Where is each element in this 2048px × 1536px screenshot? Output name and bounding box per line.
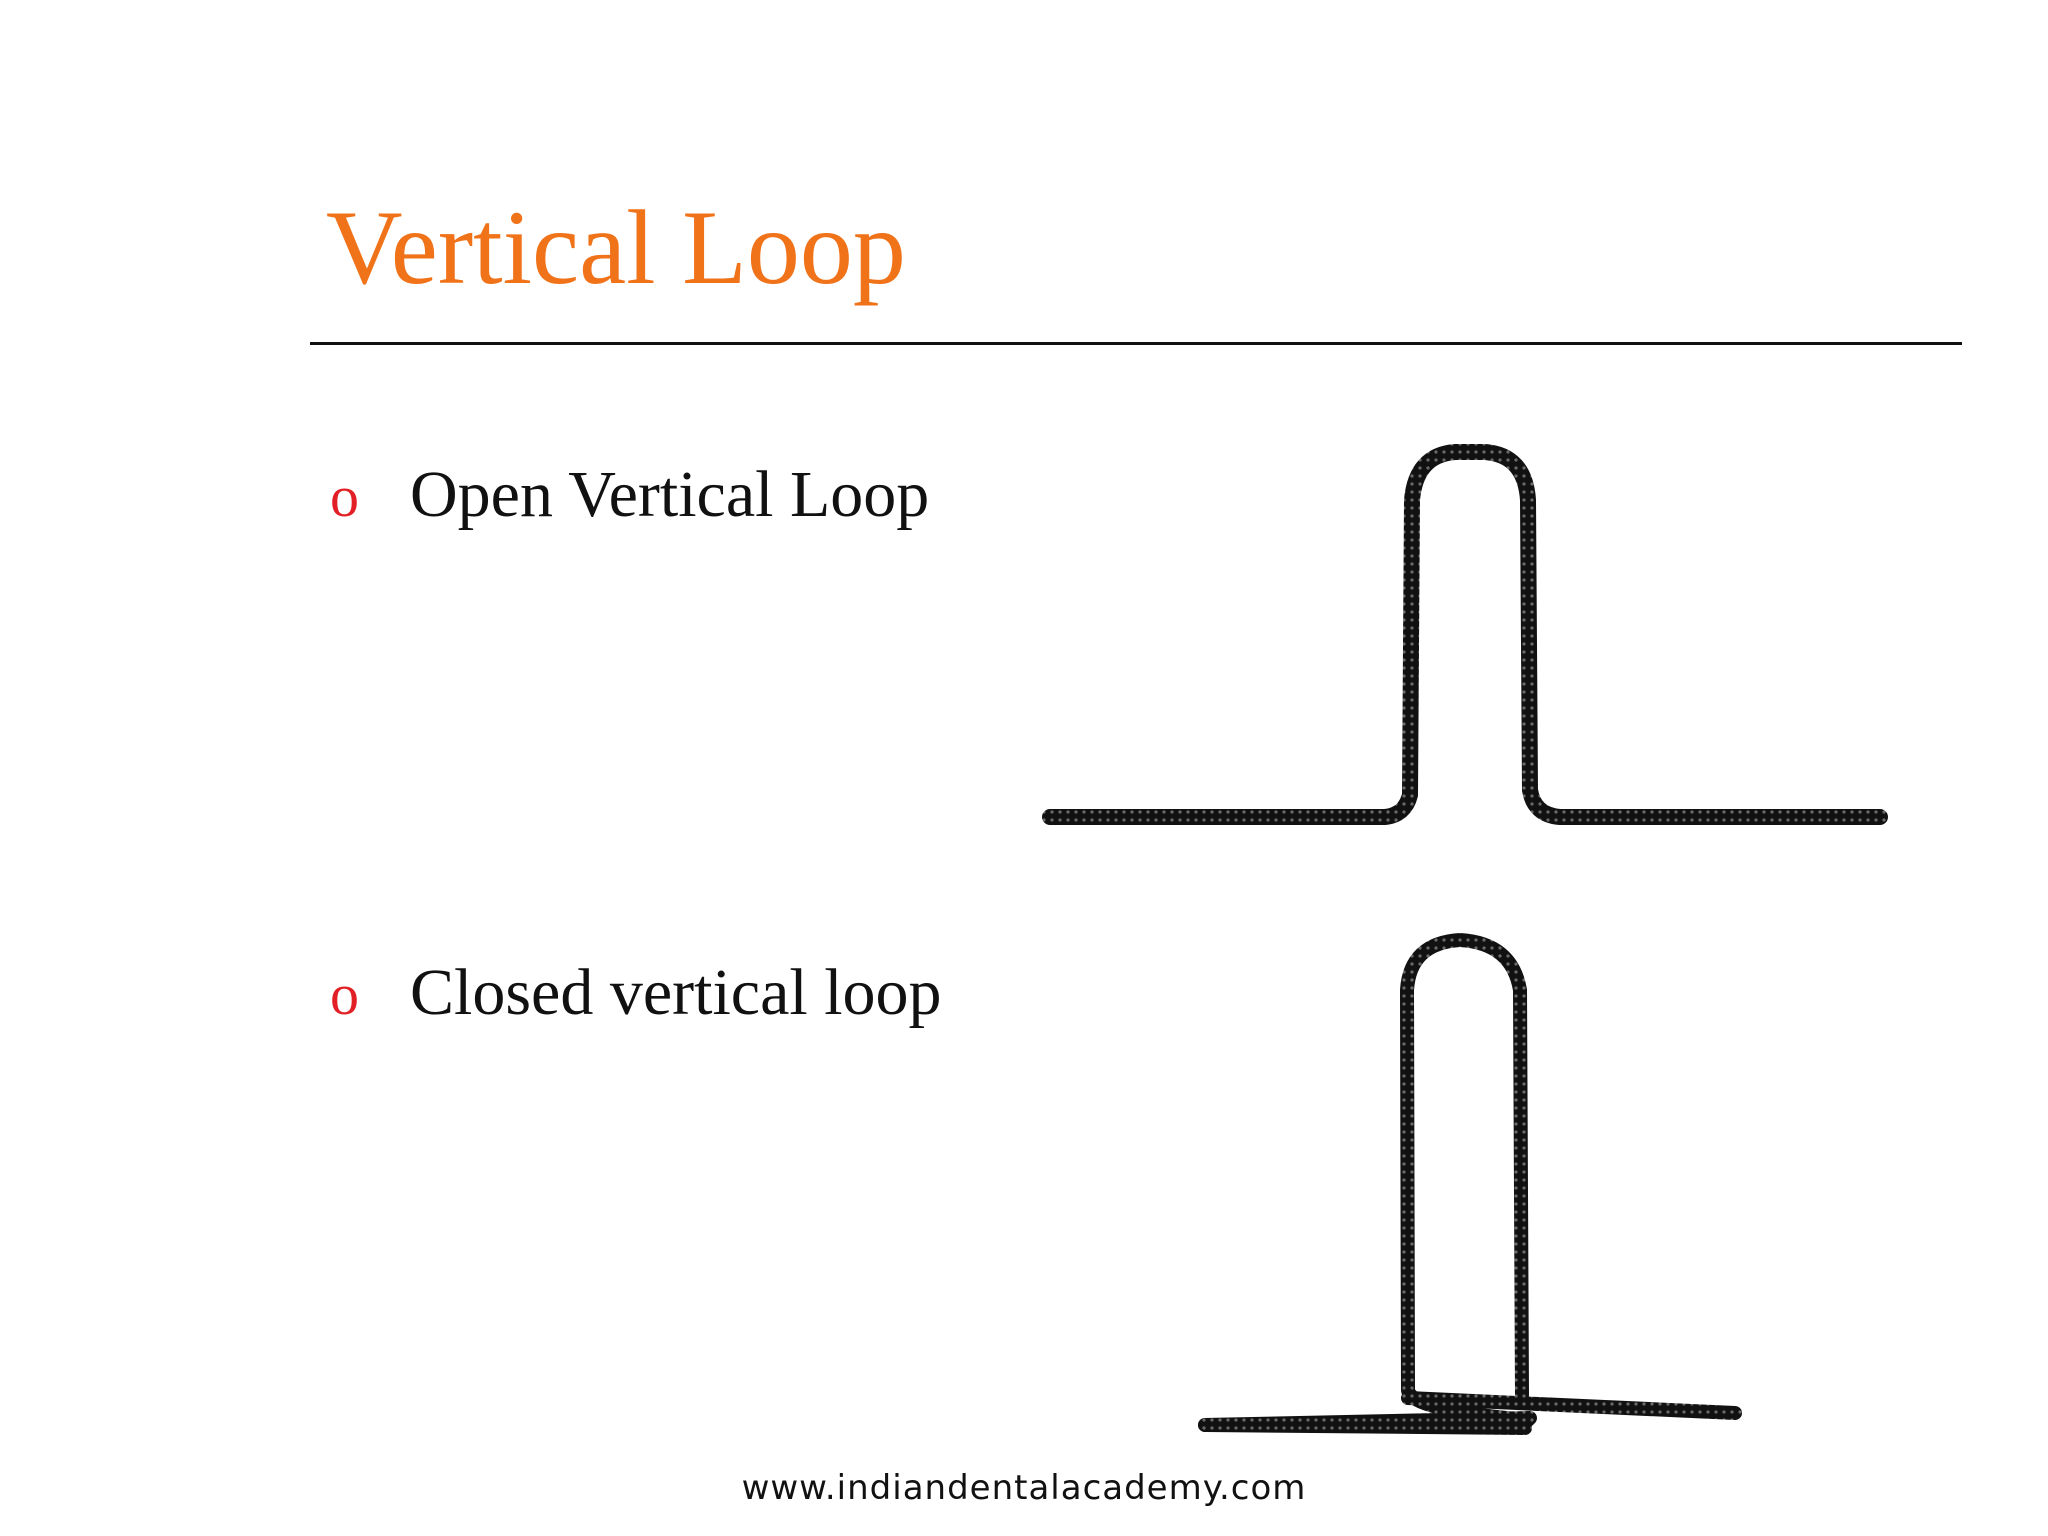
slide-title: Vertical Loop [326,189,906,306]
footer-website: www.indiandentalacademy.com [741,1468,1307,1508]
closed-loop-right-wire [1401,1391,1742,1420]
open-loop-wire [1042,444,1888,825]
bullet-marker: o [330,464,359,529]
bullet-text: Closed vertical loop [410,956,942,1029]
bullet-marker: o [330,962,359,1027]
title-divider [310,342,1962,345]
closed-vertical-loop-diagram [1198,933,1742,1435]
open-vertical-loop-diagram [1042,444,1888,825]
bullet-text: Open Vertical Loop [410,458,930,531]
closed-loop-left-wire [1198,933,1537,1432]
closed-loop-base-wire [1198,1418,1532,1435]
